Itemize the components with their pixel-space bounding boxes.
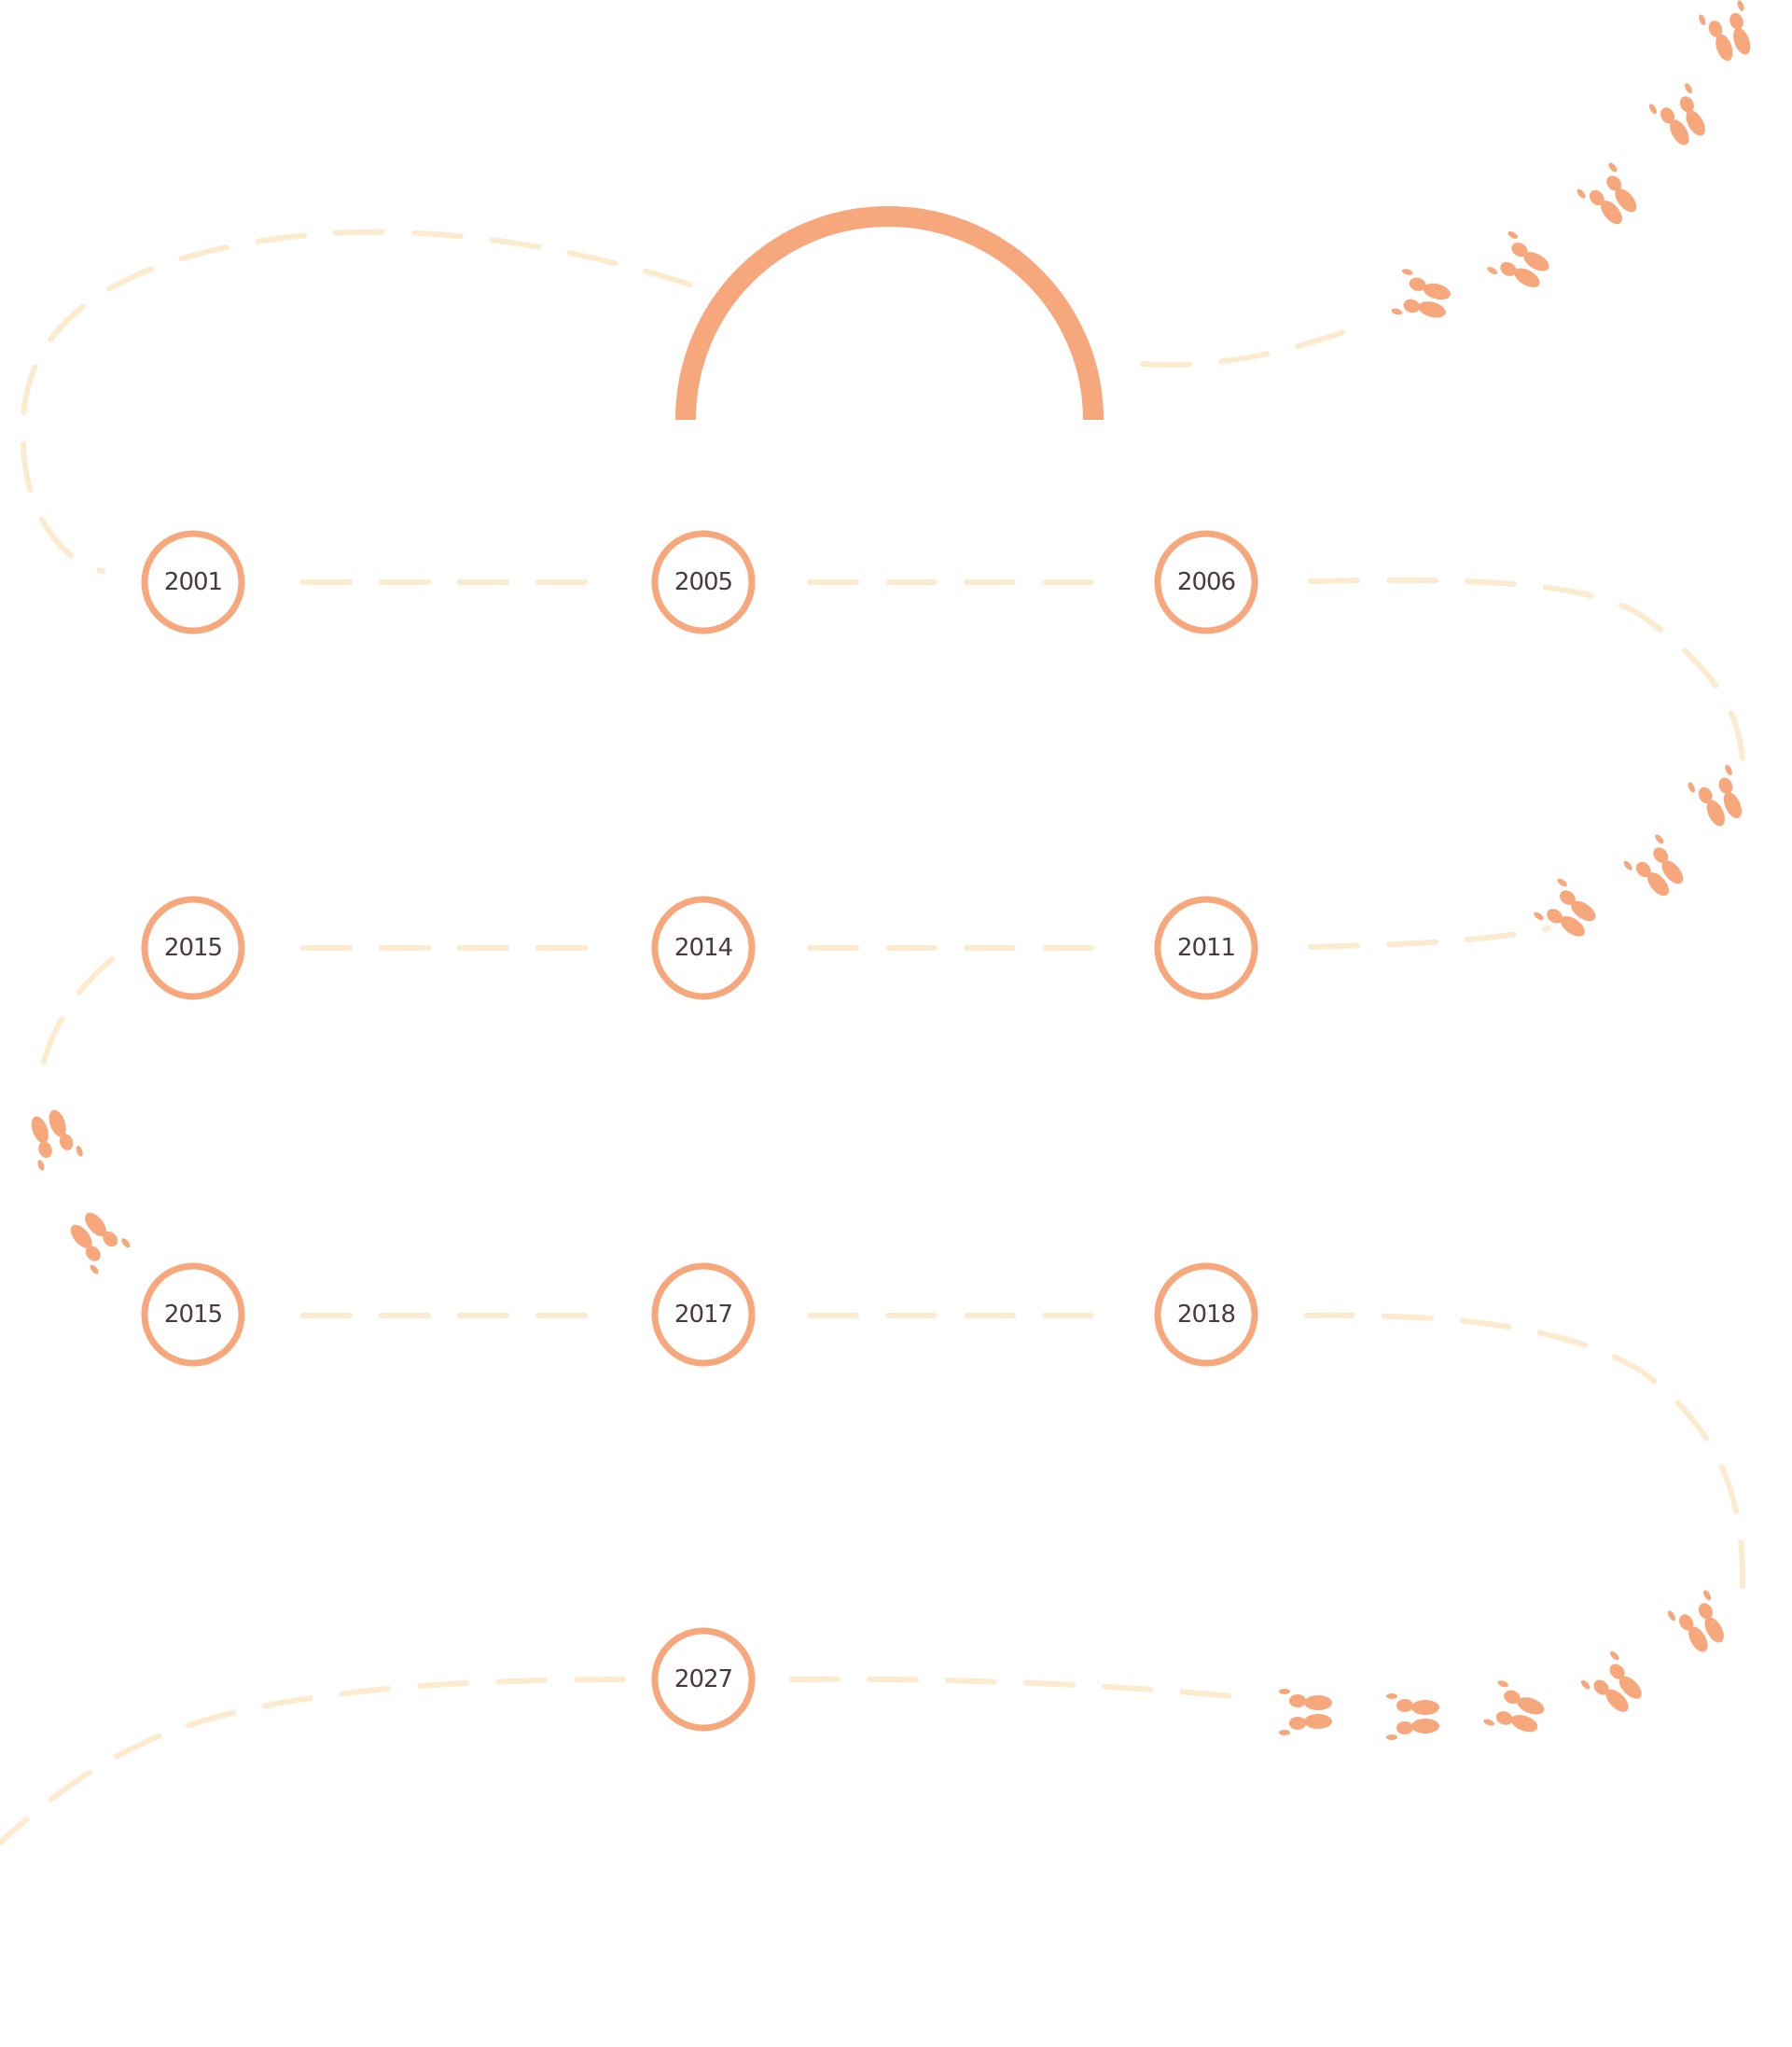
- node-ring: [141, 1262, 245, 1367]
- path-top-loop: [20, 229, 693, 574]
- path-row2-right: [1308, 926, 1551, 950]
- node-ring: [1154, 1262, 1258, 1367]
- paw-print-icon: [1483, 1680, 1545, 1733]
- paw-print-icon: [1391, 269, 1451, 318]
- year-label: 2027: [674, 1665, 732, 1693]
- node-ring: [651, 1627, 756, 1732]
- paw-print-icon: [1279, 1689, 1332, 1735]
- path-right-bend-2: [1303, 1312, 1746, 1589]
- year-node[interactable]: 2017: [651, 1262, 756, 1367]
- paw-print-icon: [1487, 230, 1549, 287]
- node-ring: [1154, 896, 1258, 1000]
- paw-print-icon: [1580, 1650, 1642, 1712]
- paw-print-icon: [1667, 1590, 1724, 1652]
- year-label: 2017: [674, 1301, 732, 1329]
- paw-print-icon: [1386, 1693, 1439, 1740]
- year-label: 2015: [164, 934, 222, 962]
- row-2: 2015 2014 2011: [141, 896, 1258, 1000]
- paw-print-icon: [1623, 834, 1684, 897]
- paw-print-icon: [1577, 162, 1637, 225]
- winding-path: [0, 229, 1746, 1845]
- row-4: 2027: [651, 1627, 756, 1732]
- year-label: 2005: [674, 568, 732, 596]
- paw-print-icon: [31, 1109, 83, 1171]
- row-3: 2015 2017 2018: [141, 1262, 1258, 1367]
- node-ring: [1154, 530, 1258, 634]
- year-node[interactable]: 2006: [1154, 530, 1258, 634]
- year-node[interactable]: 2014: [651, 896, 756, 1000]
- year-node[interactable]: 2027: [651, 1627, 756, 1732]
- path-row4-right: [788, 1676, 1253, 1701]
- year-label: 2006: [1177, 568, 1235, 596]
- path-left-bend: [36, 956, 115, 1085]
- year-label: 2018: [1177, 1301, 1235, 1329]
- year-node[interactable]: 2015: [141, 1262, 245, 1367]
- paw-print-icon: [1534, 878, 1596, 937]
- year-node[interactable]: 2015: [141, 896, 245, 1000]
- paw-print-icon: [1688, 764, 1743, 827]
- node-ring: [651, 1262, 756, 1367]
- year-label: 2011: [1177, 934, 1235, 962]
- paw-prints: [31, 0, 1751, 1740]
- year-label: 2015: [164, 1301, 222, 1329]
- row-1: 2001 2005 2006: [141, 530, 1258, 634]
- year-node[interactable]: 2005: [651, 530, 756, 634]
- path-right-bend-1: [1308, 577, 1746, 777]
- node-ring: [651, 530, 756, 634]
- year-node[interactable]: 2018: [1154, 1262, 1258, 1367]
- paw-print-icon: [70, 1212, 131, 1274]
- path-bottom-left: [0, 1677, 626, 1845]
- node-ring: [651, 896, 756, 1000]
- year-node[interactable]: 2001: [141, 530, 245, 634]
- node-ring: [141, 530, 245, 634]
- year-label: 2001: [164, 568, 222, 596]
- paw-print-icon: [1648, 83, 1705, 146]
- year-node[interactable]: 2011: [1154, 896, 1258, 1000]
- node-ring: [141, 896, 245, 1000]
- year-label: 2014: [674, 934, 733, 962]
- paw-print-icon: [1699, 0, 1751, 62]
- path-top-right: [1140, 319, 1374, 368]
- top-arch: [675, 205, 1104, 421]
